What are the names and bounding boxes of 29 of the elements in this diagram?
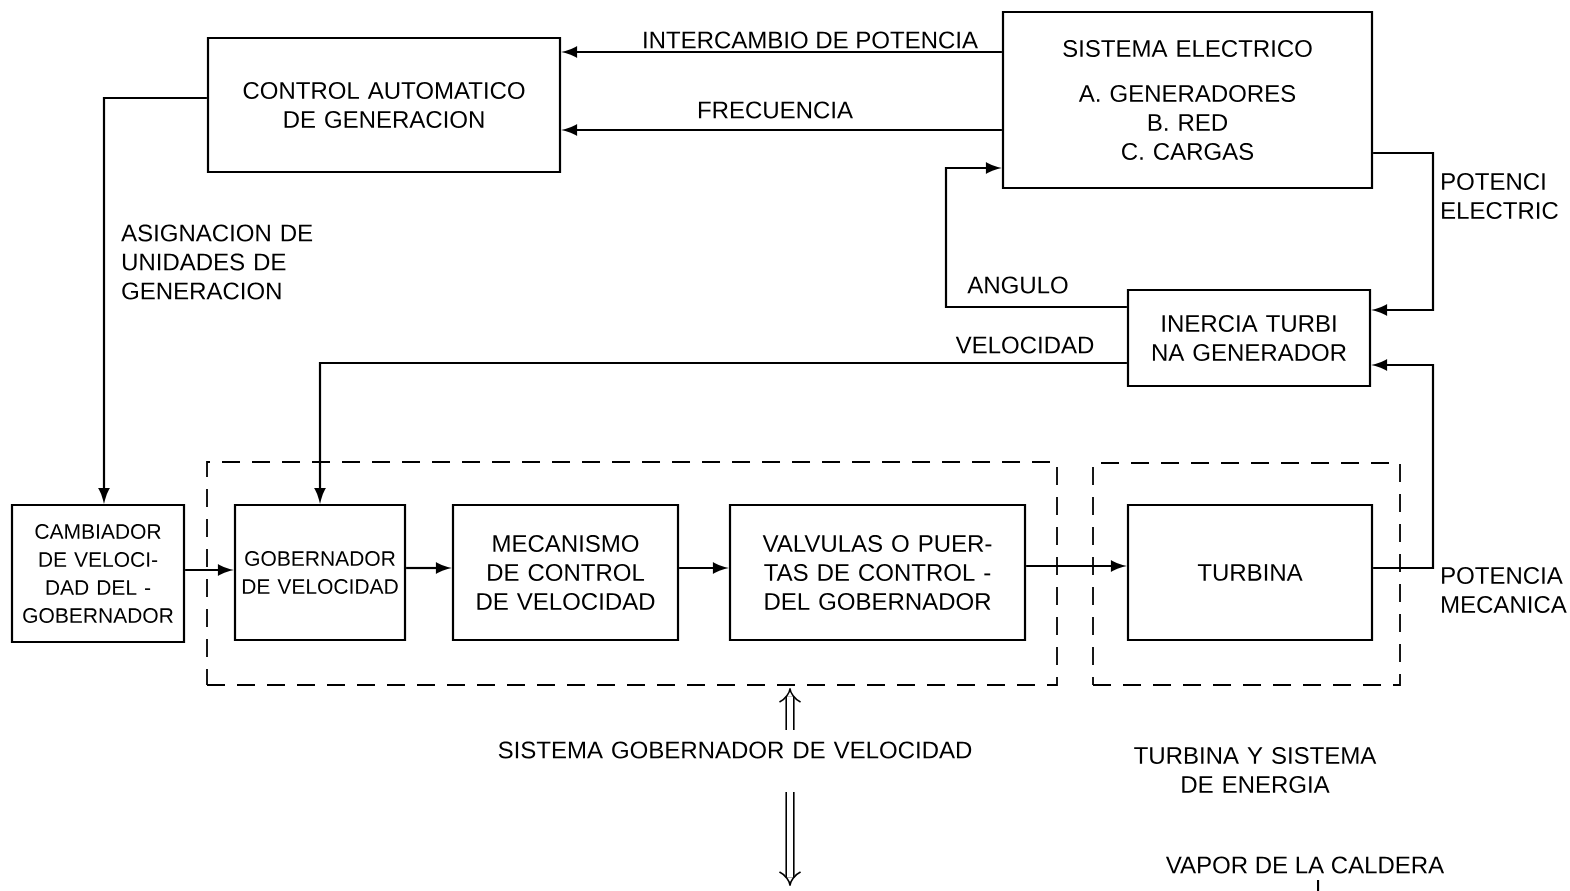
edge-label: ANGULO xyxy=(967,276,1068,294)
edge-label: VELOCIDAD xyxy=(955,336,1094,354)
arrow xyxy=(564,46,1002,58)
arrow xyxy=(1026,560,1124,572)
edge-label: FRECUENCIA xyxy=(699,101,853,119)
edge-label: POTENCI ELECTRIC xyxy=(1442,173,1558,219)
process-box: TURBINA xyxy=(1126,503,1374,642)
arrow xyxy=(564,124,1002,136)
group-heading: SISTEMA GOBERNADOR DE VELOCIDAD xyxy=(498,741,972,759)
process-box: CAMBIADOR DE VELOCI- DAD DEL - GOBERNADOR xyxy=(10,503,186,644)
arrow xyxy=(679,562,726,574)
arrow xyxy=(98,96,207,501)
edge-label: INTERCAMBIO DE POTENCIA xyxy=(644,31,978,49)
process-box: INERCIA TURBI NA GENERADOR xyxy=(1126,288,1372,388)
process-box: VALVULAS O PUER- TAS DE CONTROL - DEL GOBERNADOR xyxy=(728,503,1027,642)
arrow xyxy=(314,361,1127,501)
note-text: VAPOR DE LA CALDERA xyxy=(1165,856,1445,874)
arrow xyxy=(1373,359,1435,570)
process-box: SISTEMA ELECTRICO A. GENERADORES B. RED C. CARGAS xyxy=(1001,10,1374,190)
edge-label: ASIGNACION DE UNIDADES DE GENERACION xyxy=(121,224,313,300)
process-box: CONTROL AUTOMATICO DE GENERACION xyxy=(206,36,562,174)
arrow xyxy=(406,562,449,574)
process-box: GOBERNADOR DE VELOCIDAD xyxy=(233,503,407,642)
arrow xyxy=(1373,151,1435,316)
group-heading: TURBINA Y SISTEMA DE ENERGIA xyxy=(1134,747,1377,793)
process-box: MECANISMO DE CONTROL DE VELOCIDAD xyxy=(451,503,680,642)
edge-label: POTENCIA MECANICA xyxy=(1442,567,1567,613)
arrow xyxy=(185,564,231,576)
arrow xyxy=(944,162,1127,309)
